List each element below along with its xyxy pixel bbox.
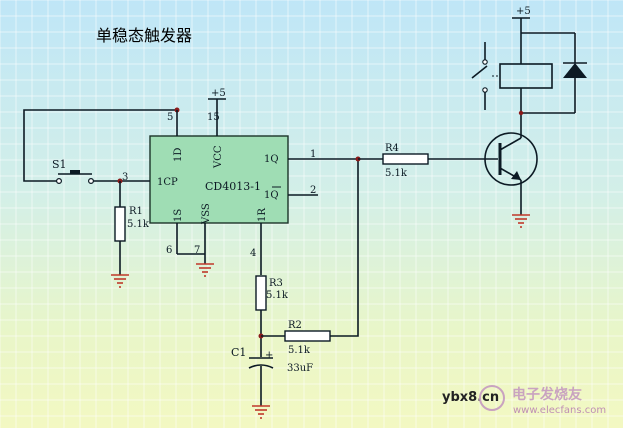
supply-relay-label: +5 (516, 6, 531, 17)
ground-c1 (252, 405, 270, 419)
junction-dot (518, 110, 524, 116)
pin-number-d: 5 (167, 112, 173, 123)
pin-name-qbar: 1Q (264, 190, 279, 201)
pin-name-d: 1D (173, 148, 184, 162)
watermark-logo-icon (479, 385, 505, 411)
r4-resistor (382, 153, 429, 165)
c1-plate-bottom (248, 364, 274, 369)
watermark: ybx8.cn 电子发烧友 www.elecfans.com (442, 385, 606, 416)
pin-name-r: 1R (257, 208, 268, 222)
r1-name: R1 (129, 206, 143, 217)
ground-r1 (111, 274, 129, 288)
switch-contact-right (87, 178, 94, 185)
pin-name-q: 1Q (264, 154, 279, 165)
pin-number-r: 4 (250, 248, 256, 259)
ground-chip (196, 263, 214, 277)
watermark-site: ybx8.cn (442, 390, 499, 405)
watermark-url: www.elecfans.com (513, 405, 606, 416)
relay-coil (499, 63, 553, 89)
pin-number-qbar: 2 (310, 185, 316, 196)
c1-name: C1 (231, 346, 246, 359)
pin-number-s: 6 (166, 245, 172, 256)
chip-name: CD4013-1 (205, 180, 261, 193)
chip-body (149, 135, 289, 224)
r1-resistor (114, 206, 126, 242)
contact-blade (471, 65, 488, 79)
r2-value: 5.1k (288, 345, 311, 356)
c1-value: 33uF (287, 363, 313, 374)
r2-name: R2 (288, 320, 302, 331)
pin-name-s: 1S (173, 209, 184, 222)
r4-name: R4 (385, 143, 399, 154)
pin-number-vss: 7 (194, 245, 200, 256)
r3-resistor (255, 275, 267, 311)
transistor-body (484, 132, 538, 186)
emitter-arrow (511, 171, 521, 180)
watermark-brand: 电子发烧友 (512, 386, 582, 403)
transistor-collector (499, 137, 522, 151)
pin-name-vcc: VCC (213, 145, 224, 169)
contact-upper (482, 59, 488, 65)
pin-number-cp: 3 (122, 172, 128, 183)
diagram-title: 单稳态触发器 (96, 26, 192, 45)
pin-number-q: 1 (310, 149, 316, 160)
c1-polarity: + (265, 350, 273, 361)
r3-value: 5.1k (266, 290, 289, 301)
switch-label: S1 (52, 158, 67, 171)
contact-lower (482, 87, 488, 93)
r1-value: 5.1k (127, 219, 150, 230)
switch-button (70, 170, 80, 174)
ground-transistor (512, 214, 530, 228)
pin-number-vcc: 15 (207, 112, 220, 123)
diode-triangle (563, 63, 587, 78)
pin-name-cp: 1CP (157, 177, 178, 188)
pin-name-vss: VSS (201, 203, 212, 225)
supply-top-label: +5 (211, 88, 226, 99)
switch-contact-left (55, 178, 62, 185)
r2-resistor (284, 330, 331, 342)
r3-name: R3 (269, 278, 283, 289)
r2-feedback-wire (330, 159, 359, 337)
r4-value: 5.1k (385, 168, 408, 179)
feedback-wire (23, 109, 177, 182)
